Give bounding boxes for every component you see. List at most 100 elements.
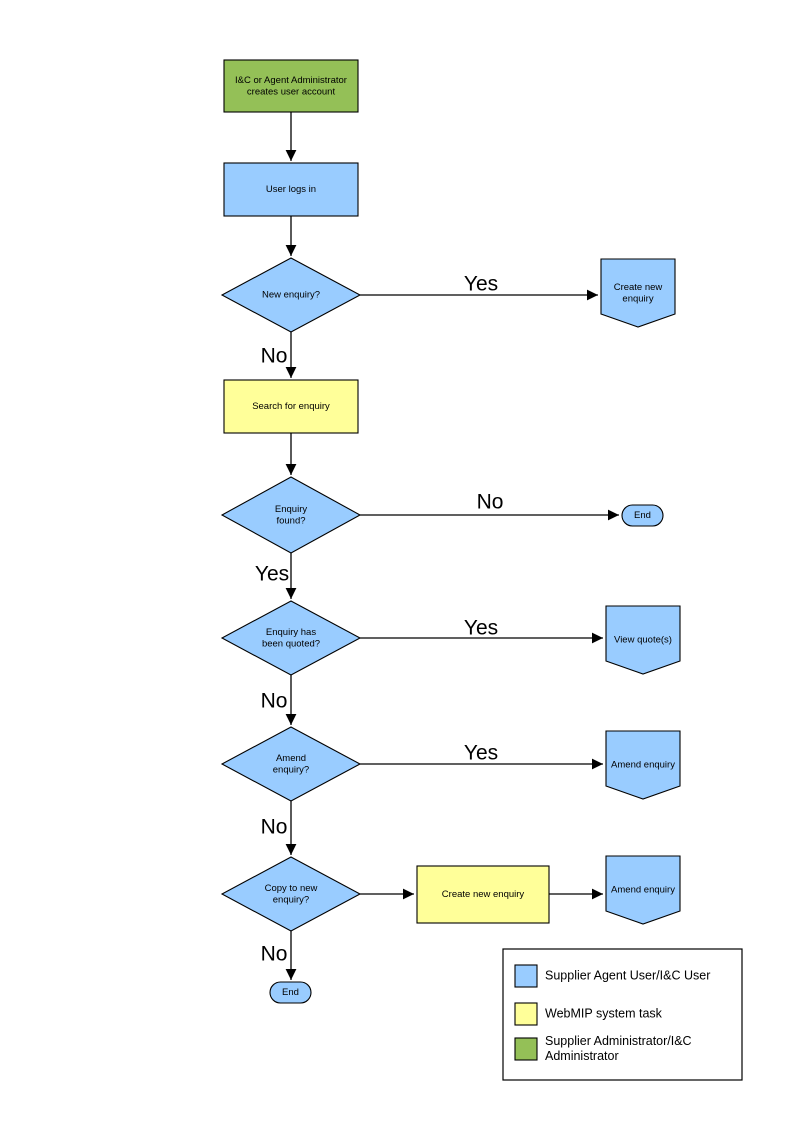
node-amend-enquiry-2[interactable]: Amend enquiry (605, 855, 681, 925)
node-amend-enquiry-1[interactable]: Amend enquiry (605, 730, 681, 800)
arrow-head-icon (285, 844, 297, 855)
edge-e7: Yes (255, 553, 297, 599)
arrow-head-icon (285, 150, 297, 161)
node-create-new-enquiry-2[interactable]: Create new enquiry (416, 865, 550, 924)
node-shape-rectangle (223, 162, 359, 217)
edge-e14: No (261, 931, 297, 980)
node-label: End (634, 510, 651, 521)
edge-e11: No (261, 801, 297, 855)
node-shape-diamond (220, 476, 362, 554)
edge-e2 (285, 216, 297, 256)
node-label: enquiry (622, 293, 653, 304)
node-view-quotes[interactable]: View quote(s) (605, 605, 681, 675)
node-label: Copy to new (265, 883, 318, 894)
node-label: View quote(s) (614, 635, 672, 646)
node-label: found? (276, 515, 305, 526)
legend-swatch (514, 964, 538, 988)
edge-label: No (261, 345, 288, 368)
arrow-head-icon (608, 509, 619, 521)
arrow-head-icon (592, 758, 603, 770)
node-new-enquiry-decision[interactable]: New enquiry? (220, 257, 362, 333)
arrow-head-icon (285, 367, 297, 378)
node-shape-diamond (220, 257, 362, 333)
arrow-head-icon (592, 888, 603, 900)
node-label: enquiry? (273, 894, 309, 905)
legend-label: WebMIP system task (545, 1006, 663, 1020)
edge-label: Yes (464, 273, 498, 296)
legend-container (502, 948, 743, 1081)
node-shape-terminator (621, 504, 664, 527)
legend-item-1: WebMIP system task (514, 1002, 663, 1026)
node-shape-rectangle (223, 379, 359, 434)
arrow-head-icon (285, 245, 297, 256)
edge-label: No (261, 690, 288, 713)
node-search-for-enquiry[interactable]: Search for enquiry (223, 379, 359, 434)
node-label: Search for enquiry (252, 401, 330, 412)
legend-label: Supplier Administrator/I&C (545, 1034, 692, 1048)
edge-label: Yes (255, 563, 289, 586)
node-end-terminator-1[interactable]: End (621, 504, 664, 527)
node-shape-rectangle (416, 865, 550, 924)
legend-label: Supplier Agent User/I&C User (545, 968, 710, 982)
node-label: creates user account (247, 86, 336, 97)
edge-e5 (285, 433, 297, 475)
arrow-head-icon (285, 464, 297, 475)
node-label: User logs in (266, 184, 316, 195)
edge-e4: No (261, 332, 297, 378)
edge-e8: Yes (360, 617, 603, 644)
edge-label: No (261, 816, 288, 839)
node-label: Create new (614, 282, 663, 293)
arrow-head-icon (285, 588, 297, 599)
edge-e10: Yes (360, 742, 603, 770)
edge-label: No (261, 943, 288, 966)
node-label: Amend enquiry (611, 885, 675, 896)
arrow-head-icon (587, 289, 598, 301)
edge-label: Yes (464, 742, 498, 765)
node-label: New enquiry? (262, 290, 320, 301)
node-label: enquiry? (273, 764, 309, 775)
legend-swatch (514, 1037, 538, 1061)
node-label: Enquiry (275, 504, 307, 515)
node-shape-diamond (220, 726, 362, 802)
edge-label: Yes (464, 617, 498, 640)
node-shape-document (600, 258, 676, 328)
arrow-head-icon (285, 714, 297, 725)
node-label: I&C or Agent Administrator (235, 75, 347, 86)
node-shape-document (605, 730, 681, 800)
edge-e9: No (261, 675, 297, 725)
edge-e1 (285, 112, 297, 161)
node-end-terminator-2[interactable]: End (269, 981, 312, 1004)
node-label: been quoted? (262, 638, 320, 649)
node-shape-rectangle (223, 59, 359, 113)
node-shape-diamond (220, 600, 362, 676)
node-label: Enquiry has (266, 627, 316, 638)
node-label: End (282, 987, 299, 998)
arrow-head-icon (285, 969, 297, 980)
node-shape-document (605, 605, 681, 675)
legend-label: Administrator (545, 1049, 619, 1063)
edge-e3: Yes (360, 273, 598, 301)
node-user-logs-in[interactable]: User logs in (223, 162, 359, 217)
node-shape-terminator (269, 981, 312, 1004)
node-label: Create new enquiry (442, 889, 525, 900)
edge-e13 (549, 888, 603, 900)
node-shape-document (605, 855, 681, 925)
edge-e6: No (360, 491, 619, 521)
node-shape-diamond (220, 856, 362, 932)
edge-e12 (360, 888, 414, 900)
node-label: Amend enquiry (611, 760, 675, 771)
legend-swatch (514, 1002, 538, 1026)
